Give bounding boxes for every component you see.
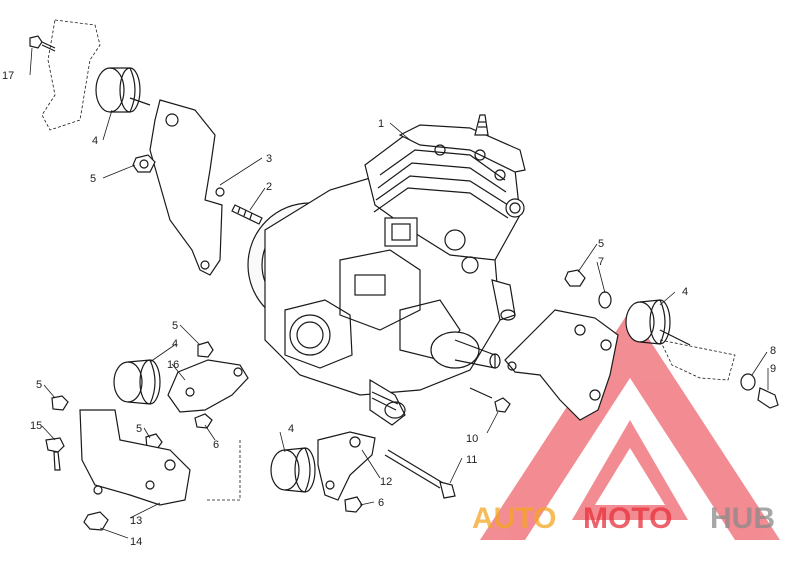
upper-left-mount (29, 19, 263, 276)
engine-assembly (247, 114, 526, 426)
watermark-auto: AUTO (472, 502, 556, 535)
callout-8: 8 (770, 345, 776, 357)
callout-10: 10 (466, 433, 478, 445)
callout-2: 2 (266, 181, 272, 193)
watermark-text: AUTO MOTO HUB (472, 502, 775, 535)
callout-4-lower-left: 4 (172, 338, 178, 350)
callout-13: 13 (130, 515, 142, 527)
right-mount (469, 269, 779, 421)
callout-17: 17 (2, 70, 14, 82)
callout-3: 3 (266, 153, 272, 165)
callout-16: 16 (167, 359, 179, 371)
callout-15: 15 (30, 420, 42, 432)
callout-11: 11 (466, 454, 477, 466)
callout-4-lower-center: 4 (288, 423, 294, 435)
leader-lines (29, 47, 769, 539)
callout-5-lower-mid: 5 (172, 320, 178, 332)
watermark-hub: HUB (710, 502, 775, 535)
callout-12: 12 (380, 476, 392, 488)
callout-6-bottom: 6 (378, 497, 384, 509)
callout-6-left: 6 (213, 439, 219, 451)
callout-7: 7 (598, 256, 604, 268)
callout-9: 9 (770, 363, 776, 375)
callout-1: 1 (378, 118, 384, 130)
lower-mounts (45, 341, 456, 531)
callout-4-right: 4 (682, 286, 688, 298)
callout-14: 14 (130, 536, 142, 548)
callout-5-lower: 5 (136, 423, 142, 435)
callout-4-upper-left: 4 (92, 135, 98, 147)
callout-5-upper-left: 5 (90, 173, 96, 185)
callout-5-right: 5 (598, 238, 604, 250)
watermark-moto: MOTO (583, 502, 672, 535)
callout-5-lower-left: 5 (36, 379, 42, 391)
callout-labels: 1 2 3 4 4 4 4 5 5 5 5 5 6 6 7 8 9 10 11 … (2, 70, 776, 548)
watermark-logo-icon (480, 310, 780, 540)
